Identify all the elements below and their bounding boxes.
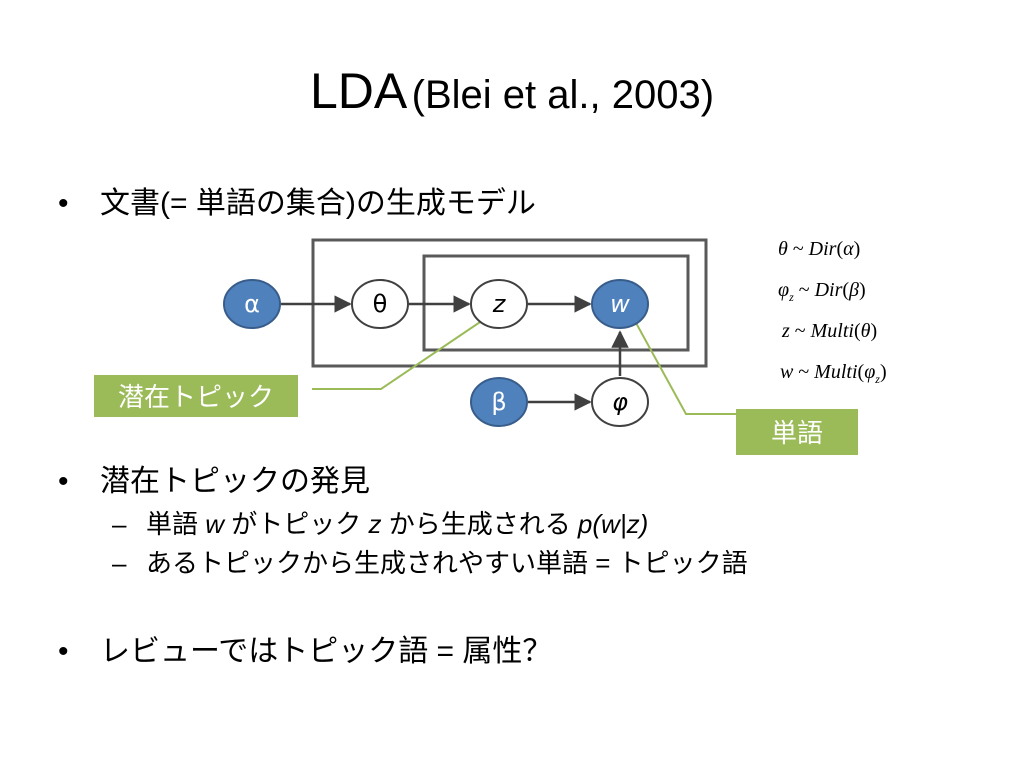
node-alpha: α [223, 279, 281, 329]
equations: θ ~ Dir(α) φz ~ Dir(β) z ~ Multi(θ) w ~ … [778, 238, 887, 386]
node-phi-label: φ [612, 388, 628, 416]
node-w-label: w [610, 290, 630, 318]
subbullet-marker: – [112, 548, 127, 578]
label-latent-topic-text: 潜在トピック [118, 383, 274, 413]
subbullet-text: あるトピックから生成されやすい単語 = トピック語 [146, 548, 748, 578]
subbullet-text-part: 単語 [146, 509, 206, 539]
title-main: LDA [309, 63, 408, 119]
node-theta-label: θ [373, 290, 388, 318]
equation-phi: φz ~ Dir(β) [778, 279, 866, 304]
probability-expression: p(w|z) [577, 509, 649, 539]
node-w: w [591, 279, 649, 329]
bullet-marker: • [58, 635, 69, 668]
slide-title: LDA (Blei et al., 2003) [0, 62, 1024, 120]
node-beta: β [470, 377, 528, 427]
label-word-text: 単語 [771, 419, 823, 449]
bullet-generative-model: • 文書(= 単語の集合)の生成モデル [58, 178, 536, 222]
node-theta: θ [351, 279, 409, 329]
label-latent-topic: 潜在トピック [94, 375, 298, 417]
bullet-text: レビューではトピック語 = 属性？ [100, 635, 553, 668]
title-citation: (Blei et al., 2003) [411, 73, 715, 117]
variable-w: w [205, 509, 225, 539]
subbullet-text-part: から生成される [381, 509, 578, 539]
subbullet-marker: – [112, 509, 127, 539]
node-beta-label: β [491, 388, 506, 416]
bullet-text: 文書(= 単語の集合)の生成モデル [100, 187, 536, 220]
label-word: 単語 [736, 409, 858, 455]
variable-z: z [368, 509, 382, 539]
callout-line-word [629, 311, 738, 415]
node-z: z [470, 279, 528, 329]
bullet-marker: • [58, 465, 69, 498]
bullet-topic-discovery: • 潜在トピックの発見 [58, 456, 370, 500]
equation-z: z ~ Multi(θ) [781, 320, 877, 342]
subbullet-text-part: がトピック [224, 509, 369, 539]
node-phi: φ [591, 377, 649, 427]
equation-theta: θ ~ Dir(α) [778, 238, 860, 260]
subbullet-word-generation: –単語 w がトピック z から生成される p(w|z) [112, 504, 648, 541]
callout-line-latent-topic [312, 317, 487, 390]
node-alpha-label: α [244, 290, 260, 318]
bullet-text: 潜在トピックの発見 [100, 465, 370, 498]
bullet-review-attributes: • レビューではトピック語 = 属性？ [58, 626, 552, 670]
node-z-label: z [492, 290, 507, 318]
bullet-marker: • [58, 187, 69, 220]
subbullet-topic-words: –あるトピックから生成されやすい単語 = トピック語 [112, 543, 748, 580]
equation-w: w ~ Multi(φz) [780, 361, 887, 386]
